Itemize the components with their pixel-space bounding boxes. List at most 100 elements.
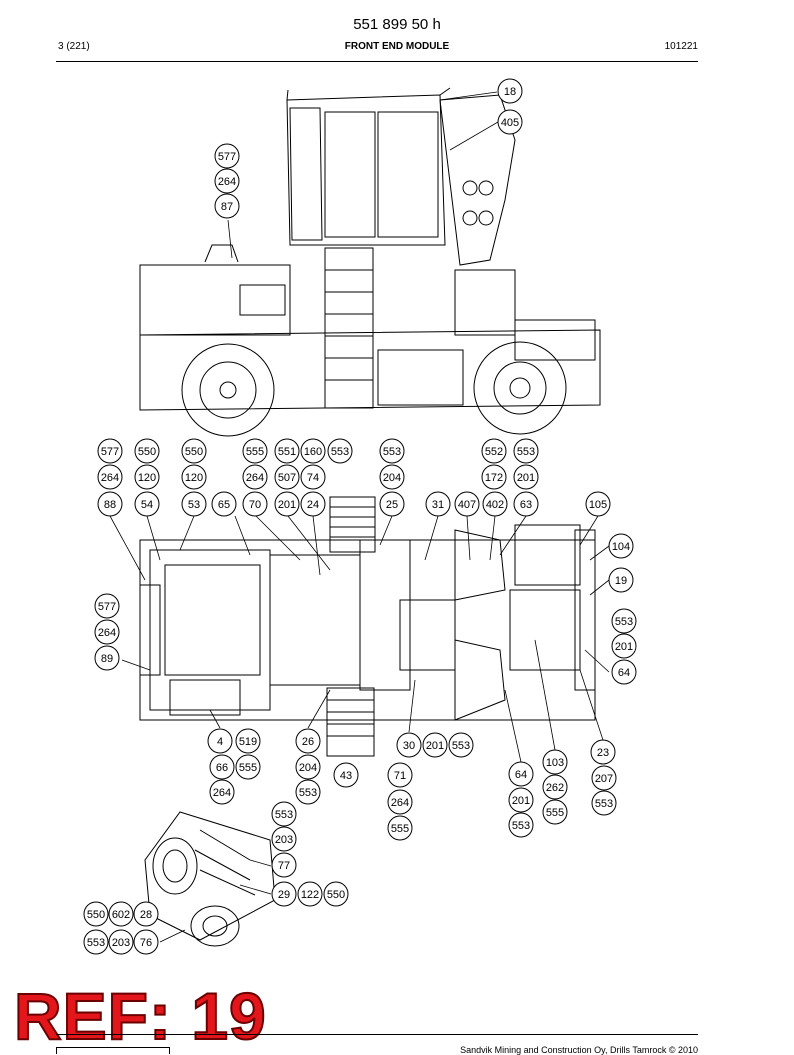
callout-label: 18: [504, 86, 516, 98]
callout-66: 66: [209, 754, 235, 780]
callout-label: 63: [520, 499, 532, 511]
callout-201: 201: [508, 787, 534, 813]
callout-553: 553: [513, 438, 539, 464]
callout-label: 577: [101, 446, 119, 458]
callout-label: 407: [458, 499, 476, 511]
callout-264: 264: [97, 464, 123, 490]
callout-122: 122: [297, 881, 323, 907]
callout-label: 103: [546, 757, 564, 769]
leader-lines: [109, 91, 610, 943]
callout-264: 264: [209, 779, 235, 805]
callout-29: 29: [271, 881, 297, 907]
callout-89: 89: [94, 645, 120, 671]
callout-label: 74: [307, 472, 319, 484]
callout-label: 30: [403, 740, 415, 752]
callout-160: 160: [300, 438, 326, 464]
callout-71: 71: [387, 762, 413, 788]
callout-label: 402: [486, 499, 504, 511]
callout-28: 28: [133, 901, 159, 927]
callout-label: 160: [304, 446, 322, 458]
callout-label: 405: [501, 117, 519, 129]
callout-43: 43: [333, 762, 359, 788]
callout-label: 64: [515, 769, 527, 781]
footer-rule: [56, 1034, 698, 1035]
callout-550: 550: [134, 438, 160, 464]
callout-53: 53: [181, 491, 207, 517]
callout-201: 201: [274, 491, 300, 517]
callout-555: 555: [242, 438, 268, 464]
callout-203: 203: [108, 929, 134, 955]
callout-label: 553: [517, 446, 535, 458]
callout-201: 201: [513, 464, 539, 490]
callout-262: 262: [542, 774, 568, 800]
document-code: 551 899 50 h: [353, 16, 441, 33]
callout-402: 402: [482, 491, 508, 517]
callout-64: 64: [508, 761, 534, 787]
callout-204: 204: [379, 464, 405, 490]
callout-4: 4: [207, 728, 233, 754]
callout-label: 553: [383, 446, 401, 458]
callout-264: 264: [387, 789, 413, 815]
callout-120: 120: [134, 464, 160, 490]
callout-label: 76: [140, 937, 152, 949]
callout-label: 19: [615, 575, 627, 587]
callout-label: 120: [138, 472, 156, 484]
callout-label: 602: [112, 909, 130, 921]
callout-550: 550: [83, 901, 109, 927]
header-rule: [56, 61, 698, 62]
callout-label: 43: [340, 770, 352, 782]
callout-19: 19: [608, 567, 634, 593]
callout-203: 203: [271, 826, 297, 852]
callout-label: 204: [383, 472, 401, 484]
callout-label: 201: [615, 641, 633, 653]
callout-23: 23: [590, 739, 616, 765]
callout-76: 76: [133, 929, 159, 955]
callout-label: 29: [278, 889, 290, 901]
callout-label: 264: [213, 787, 231, 799]
callout-label: 172: [485, 472, 503, 484]
section-title: FRONT END MODULE: [344, 41, 450, 52]
callout-label: 26: [302, 736, 314, 748]
callout-77: 77: [271, 852, 297, 878]
callout-264: 264: [94, 619, 120, 645]
callout-519: 519: [235, 728, 261, 754]
callout-104: 104: [608, 533, 634, 559]
footer-copyright: Sandvik Mining and Construction Oy, Dril…: [460, 1045, 698, 1055]
callout-label: 553: [452, 740, 470, 752]
callout-553: 553: [508, 812, 534, 838]
callout-64: 64: [611, 659, 637, 685]
callout-555: 555: [235, 754, 261, 780]
callout-label: 104: [612, 541, 630, 553]
callout-label: 203: [275, 834, 293, 846]
callout-31: 31: [425, 491, 451, 517]
callout-24: 24: [300, 491, 326, 517]
callout-label: 66: [216, 762, 228, 774]
callout-label: 71: [394, 770, 406, 782]
callout-label: 555: [391, 823, 409, 835]
callout-87: 87: [214, 193, 240, 219]
callout-label: 201: [278, 499, 296, 511]
callout-172: 172: [481, 464, 507, 490]
callout-553: 553: [611, 608, 637, 634]
callout-label: 553: [87, 937, 105, 949]
callout-105: 105: [585, 491, 611, 517]
callout-label: 120: [185, 472, 203, 484]
callout-120: 120: [181, 464, 207, 490]
callout-label: 105: [589, 499, 607, 511]
callout-555: 555: [387, 815, 413, 841]
callout-label: 77: [278, 860, 290, 872]
callout-label: 550: [327, 889, 345, 901]
callout-553: 553: [591, 790, 617, 816]
callout-label: 65: [218, 499, 230, 511]
callout-label: 54: [141, 499, 153, 511]
callout-54: 54: [134, 491, 160, 517]
callout-label: 577: [98, 601, 116, 613]
callout-label: 264: [98, 627, 116, 639]
callout-204: 204: [295, 754, 321, 780]
callout-label: 550: [185, 446, 203, 458]
callout-label: 201: [512, 795, 530, 807]
callout-label: 553: [512, 820, 530, 832]
callout-103: 103: [542, 749, 568, 775]
callout-25: 25: [379, 491, 405, 517]
callout-551: 551: [274, 438, 300, 464]
